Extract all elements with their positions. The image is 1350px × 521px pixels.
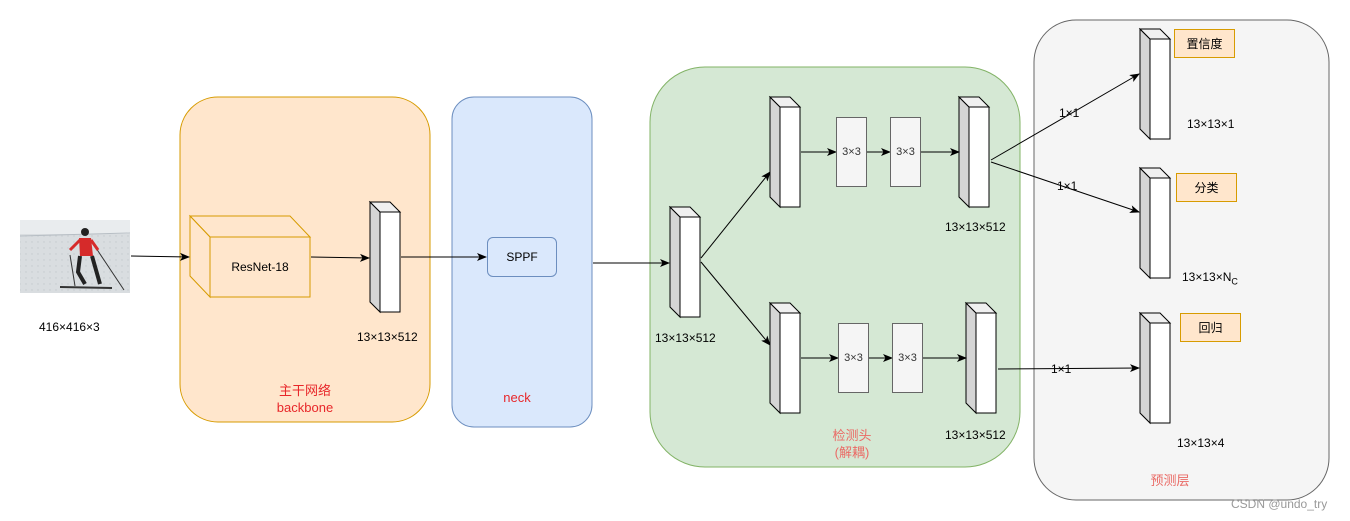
conf-edge-label: 1×1 [1059, 106, 1080, 120]
conf-output-label: 13×13×1 [1187, 117, 1235, 131]
conv-lower-2: 3×3 [892, 323, 923, 393]
backbone-output-label: 13×13×512 [357, 330, 418, 344]
edge-reg [997, 364, 1140, 373]
connectors [130, 73, 1140, 373]
edge-resnet-fmap [310, 253, 370, 262]
cls-output-label: 13×13×NC [1182, 270, 1238, 287]
conv-upper-2: 3×3 [890, 117, 921, 187]
reg-edge-label: 1×1 [1051, 362, 1072, 376]
edge-split-upper [700, 171, 771, 259]
backbone-title-cn: 主干网络 [278, 383, 331, 398]
cls-edge-label: 1×1 [1057, 179, 1078, 193]
head-upper-output-label: 13×13×512 [945, 220, 1006, 234]
conf-tag: 置信度 [1174, 29, 1235, 58]
resnet-label: ResNet-18 [231, 260, 289, 274]
head-input-feature-map [668, 205, 702, 319]
head-lower-feature-map-2 [964, 301, 998, 415]
edge-input-resnet [130, 252, 190, 261]
head-region [649, 66, 1021, 468]
input-size-label: 416×416×3 [39, 320, 100, 334]
head-input-label: 13×13×512 [655, 331, 716, 345]
cls-feature-map [1138, 166, 1172, 280]
cls-tag: 分类 [1176, 173, 1237, 202]
head-lower-feature-map-1 [768, 301, 802, 415]
edge-conf [990, 73, 1140, 161]
feature-maps [368, 27, 1172, 425]
backbone-feature-map [368, 200, 402, 314]
sppf-module: SPPF [487, 237, 557, 277]
resnet-block [188, 214, 312, 299]
head-subtitle: (解耦) [834, 445, 870, 460]
reg-output-label: 13×13×4 [1177, 436, 1225, 450]
neck-title: neck [503, 390, 531, 405]
input-image [19, 220, 131, 293]
prediction-region [1033, 19, 1330, 501]
conf-feature-map [1138, 27, 1172, 141]
head-upper-feature-map-1 [768, 95, 802, 209]
cls-output-subscript: C [1231, 276, 1238, 287]
edge-cls [990, 161, 1140, 213]
conv-upper-1: 3×3 [836, 117, 867, 187]
edge-split-lower [700, 261, 771, 346]
prediction-title: 预测层 [1150, 473, 1190, 488]
reg-feature-map [1138, 311, 1172, 425]
watermark: CSDN @undo_try [1231, 497, 1328, 511]
head-title: 检测头 [832, 428, 872, 443]
head-upper-feature-map-2 [957, 95, 991, 209]
reg-tag: 回归 [1180, 313, 1241, 342]
head-lower-output-label: 13×13×512 [945, 428, 1006, 442]
conv-lower-1: 3×3 [838, 323, 869, 393]
backbone-title-en: backbone [276, 400, 334, 415]
